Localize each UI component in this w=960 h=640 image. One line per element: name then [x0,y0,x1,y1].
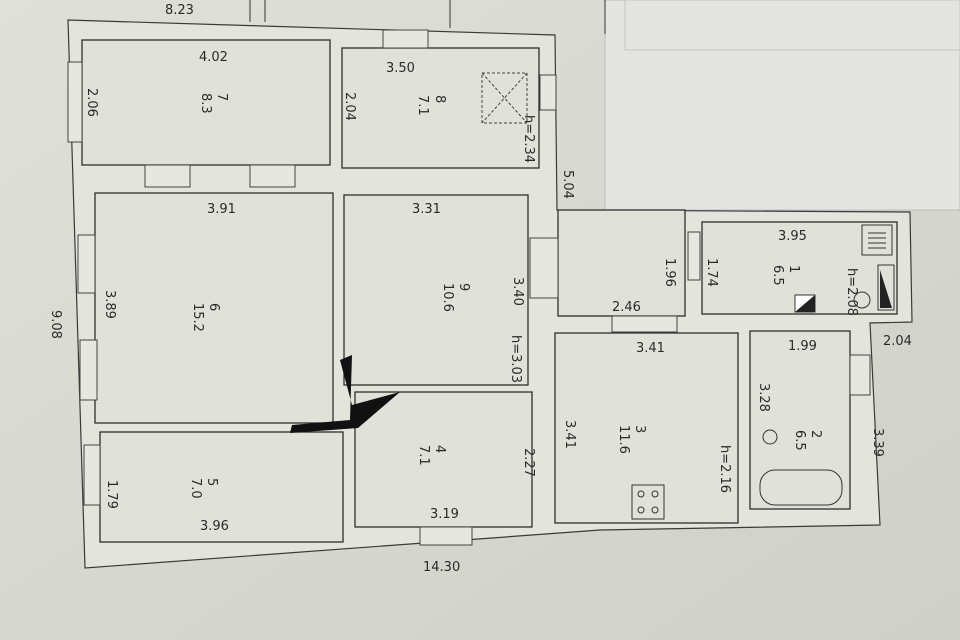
room-number-label: 6 [206,303,221,311]
room-7 [81,39,331,166]
room-width-label: 3.50 [386,61,415,76]
labels: 8.23 14.30 9.08 5.04 2.04 3.39 2.46 1.96… [48,3,912,575]
room-length-label: 2.04 [342,92,357,121]
room-width-label: 4.02 [199,50,228,65]
room-length-label: 3.28 [756,383,771,412]
cooktop-icon [631,484,665,520]
neighbor-walls [249,0,606,34]
adjacent-sheet [604,0,960,211]
room-width-label: 1.99 [788,339,817,354]
room-area-label: 6.5 [770,265,785,286]
room-area-label: 7.0 [188,478,203,499]
room-width-label: 3.19 [430,507,459,522]
room-area-label: 11.6 [616,425,631,454]
room-area-label: 6.5 [792,430,807,451]
room-number-label: 1 [786,265,801,273]
sheet-frame [624,0,960,51]
room-area-label: 7.1 [416,445,431,466]
room-5 [99,431,344,543]
room-length-label: 3.40 [510,277,525,306]
room-3 [554,332,739,524]
skylight-icon [481,72,528,124]
room-ceiling-height-label: h=3.03 [508,335,523,383]
fixtures [290,72,895,520]
room-ceiling-height-label: h=2.16 [717,445,732,493]
room-area-label: 8.3 [198,93,213,114]
room-number-label: 8 [432,95,447,103]
room-number-label: 4 [432,445,447,453]
meter-icon [877,264,895,311]
gas-meter-icon [853,291,871,309]
room-width-label: 3.96 [200,519,229,534]
room-length-label: 1.79 [104,480,119,509]
room-ceiling-height-label: h=2.08 [844,268,859,316]
corridor-width: 2.46 [612,300,641,315]
outer-right-wing: 3.39 [870,428,885,457]
room-width-label: 3.41 [636,341,665,356]
room-6 [94,192,334,424]
room-length-label: 2.27 [521,448,536,477]
room-8 [341,47,540,169]
room-ceiling-height-label: h=2.34 [521,115,536,163]
room-number-label: 7 [214,93,229,101]
bathtub-icon [759,469,843,506]
corridor-height: 1.96 [662,258,677,287]
room-area-label: 15.2 [190,303,205,332]
windows [67,29,871,546]
room-width-label: 3.31 [412,202,441,217]
outer-total-height: 9.08 [48,310,63,339]
outer-total-width: 14.30 [423,560,460,575]
room-width-label: 3.95 [778,229,807,244]
room-length-label: 3.89 [102,290,117,319]
outer-right-depth: 5.04 [560,170,575,199]
room-number-label: 5 [204,478,219,486]
room-number-label: 3 [632,425,647,433]
room-area-label: 10.6 [440,283,455,312]
room-length-label: 3.41 [562,420,577,449]
outer-top-width: 8.23 [165,3,194,18]
room-9 [343,194,529,386]
outer-right-step: 2.04 [883,334,912,349]
boiler-icon [861,224,893,256]
stairs-icon [290,355,400,433]
room-width-label: 3.91 [207,202,236,217]
room-number-label: 2 [808,430,823,438]
room-number-label: 9 [456,283,471,291]
toilet-icon [762,429,778,445]
room-2 [749,330,851,510]
room-length-label: 1.74 [704,258,719,287]
room-area-label: 7.1 [415,95,430,116]
room-length-label: 2.06 [84,88,99,117]
